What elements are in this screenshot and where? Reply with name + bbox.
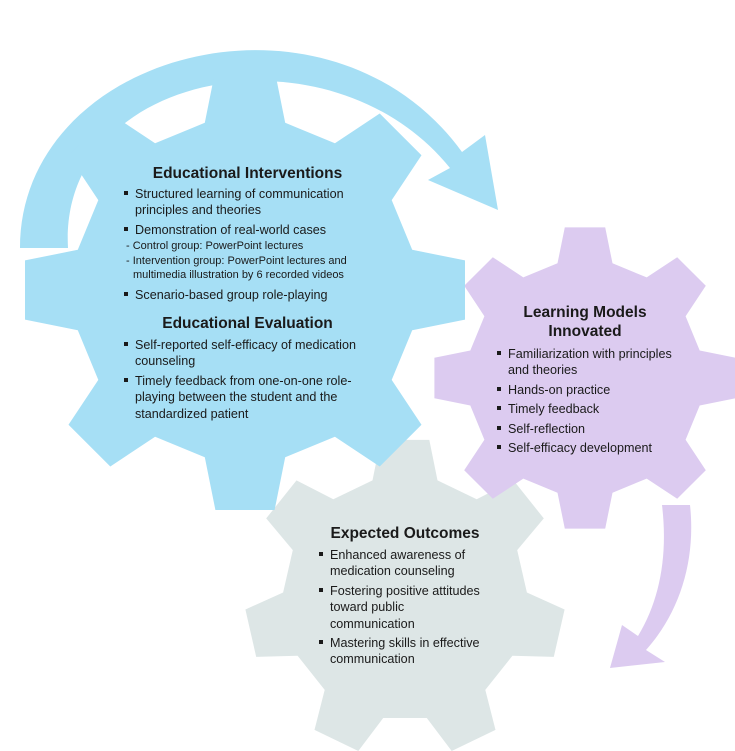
learning-list: Familiarization with principles and theo… (497, 346, 672, 459)
learning-item: Self-efficacy development (497, 440, 672, 456)
interventions-item: Scenario-based group role-playing (124, 287, 379, 303)
evaluation-item: Self-reported self-efficacy of medicatio… (124, 337, 364, 370)
outcomes-list: Enhanced awareness of medication counsel… (319, 547, 489, 671)
gear-learning-shape (434, 227, 735, 529)
interventions-subitem: - Control group: PowerPoint lectures (126, 240, 304, 253)
evaluation-list: Self-reported self-efficacy of medicatio… (124, 337, 364, 425)
learning-title: Learning Models Innovated (523, 304, 647, 340)
evaluation-title: Educational Evaluation (162, 315, 333, 332)
interventions-list: Structured learning of communication pri… (124, 186, 379, 306)
outcomes-item: Mastering skills in effective communicat… (319, 635, 489, 668)
interventions-title: Educational Interventions (152, 165, 343, 182)
learning-item: Self-reflection (497, 421, 672, 437)
interventions-sublist: - Control group: PowerPoint lectures - I… (125, 239, 379, 283)
evaluation-item: Timely feedback from one-on-one role-pla… (124, 373, 364, 422)
learning-item: Familiarization with principles and theo… (497, 346, 672, 379)
outcomes-title: Expected Outcomes (330, 525, 480, 542)
interventions-item: Structured learning of communication pri… (124, 186, 379, 219)
gear-outcomes-shape (245, 439, 565, 751)
interventions-item: Demonstration of real-world cases - Cont… (124, 222, 379, 283)
learning-item: Hands-on practice (497, 382, 672, 398)
outcomes-item: Enhanced awareness of medication counsel… (319, 547, 489, 580)
interventions-subitem: - Intervention group: PowerPoint lecture… (126, 254, 347, 282)
outcomes-item: Fostering positive attitudes toward publ… (319, 583, 489, 632)
learning-item: Timely feedback (497, 401, 672, 417)
top-arrow (20, 50, 498, 248)
interventions-item-label: Demonstration of real-world cases (135, 222, 327, 237)
right-arrow (610, 505, 692, 668)
gear-interventions-shape (25, 70, 465, 510)
